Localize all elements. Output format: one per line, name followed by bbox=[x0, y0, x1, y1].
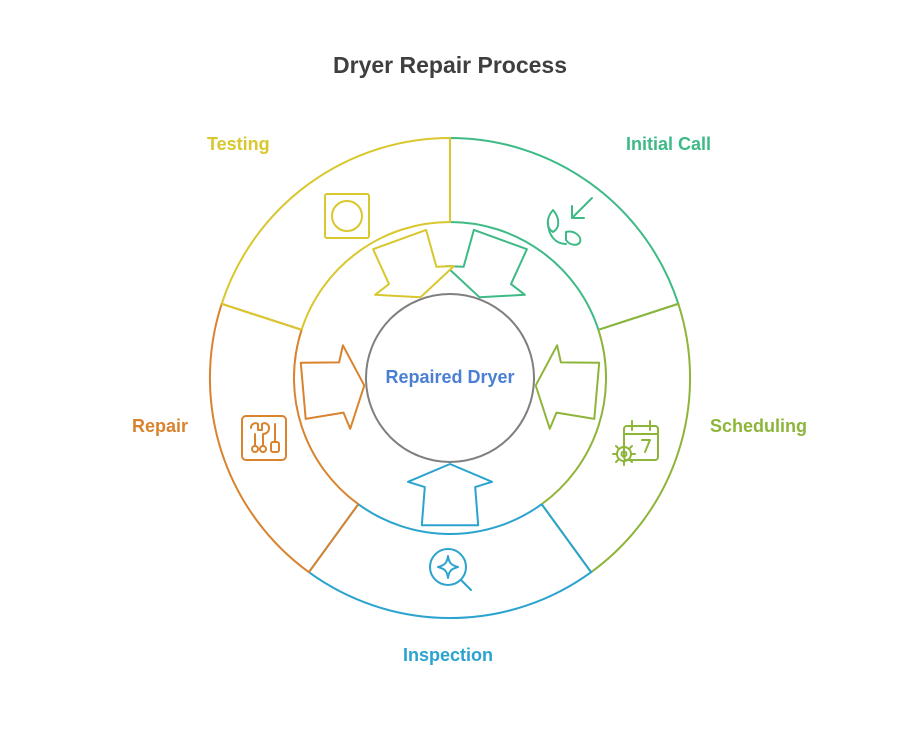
calendar-gear-icon bbox=[612, 420, 659, 466]
segment-inspection bbox=[307, 502, 593, 620]
arrow-repair bbox=[299, 344, 366, 430]
stage-label-inspection: Inspection bbox=[403, 645, 494, 665]
hand-drop-icon bbox=[546, 197, 593, 246]
arrow-testing bbox=[372, 228, 455, 299]
segment-initial-call bbox=[449, 136, 680, 332]
stage-label-initial-call: Initial Call bbox=[626, 134, 712, 154]
center-label: Repaired Dryer bbox=[385, 367, 515, 387]
dryer-drum-icon bbox=[324, 193, 370, 239]
arrow-inspection bbox=[407, 463, 493, 527]
segment-scheduling bbox=[540, 302, 692, 574]
center-hub bbox=[365, 293, 535, 463]
segment-testing bbox=[220, 136, 451, 331]
toolbox-icon bbox=[241, 415, 287, 461]
stage-label-repair: Repair bbox=[132, 416, 189, 436]
stage-label-testing: Testing bbox=[207, 134, 270, 154]
segment-repair bbox=[208, 302, 360, 574]
arrow-initial-call bbox=[445, 228, 528, 299]
page-title: Dryer Repair Process bbox=[333, 52, 567, 78]
magnifier-sparkle-icon bbox=[429, 548, 472, 591]
arrow-scheduling bbox=[534, 344, 601, 430]
stage-label-scheduling: Scheduling bbox=[710, 416, 808, 436]
